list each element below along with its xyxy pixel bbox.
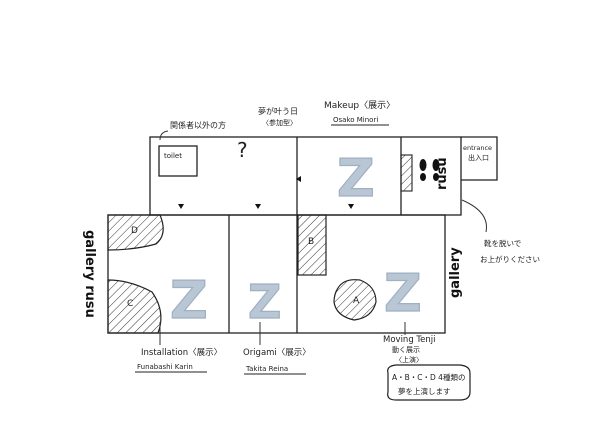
shoe-note-1: 靴を脱いで bbox=[484, 238, 521, 248]
moving-note-1: A・B・C・D 4種類の bbox=[392, 372, 465, 382]
arrow-icon bbox=[296, 176, 301, 182]
entrance-area bbox=[461, 136, 498, 181]
toilet-room bbox=[158, 145, 198, 177]
note-bubble bbox=[387, 364, 471, 401]
installation-title: Installation〈展示〉 bbox=[141, 348, 222, 358]
moving-note-2: 夢を上演します bbox=[398, 386, 451, 396]
installation-artist: Funabashi Karin bbox=[137, 363, 193, 371]
leader-line bbox=[461, 199, 487, 233]
zone-d-label: D bbox=[131, 226, 138, 236]
arrow-icon bbox=[348, 204, 354, 209]
question-icon: ? bbox=[237, 138, 248, 162]
entrance-label: entrance bbox=[463, 144, 492, 152]
arrow-icon bbox=[255, 204, 261, 209]
makeup-title: Makeup〈展示〉 bbox=[324, 100, 395, 111]
zone-c bbox=[107, 279, 162, 334]
moving-sub2: 〈上演〉 bbox=[395, 355, 423, 364]
shoe-note-2: お上がりください bbox=[480, 254, 540, 264]
participation-title: 夢が叶う日 bbox=[258, 106, 298, 116]
origami-artist: Takita Reina bbox=[245, 365, 288, 373]
toilet-note: 関係者以外の方 bbox=[170, 120, 226, 130]
leader-line bbox=[159, 130, 169, 141]
zone-c-label: C bbox=[127, 299, 133, 309]
gallery-outline bbox=[107, 214, 446, 334]
gallery-rusu-label: gallery rusu bbox=[82, 230, 97, 318]
sleep-z-mark: Z bbox=[170, 271, 208, 331]
sleep-z-mark: Z bbox=[337, 149, 375, 209]
gallery-side-label: gallery bbox=[448, 247, 463, 298]
rusu-side-label: rusu bbox=[435, 157, 450, 190]
sleep-z-mark: Z bbox=[248, 275, 281, 329]
shoe-shelf bbox=[400, 154, 413, 192]
name-underlines bbox=[135, 124, 389, 375]
direction-arrows bbox=[178, 176, 354, 209]
zone-a-label: A bbox=[353, 296, 360, 306]
leader-lines bbox=[159, 130, 487, 345]
zone-d bbox=[107, 214, 164, 251]
origami-title: Origami〈展示〉 bbox=[243, 348, 311, 358]
participation-sub: 〈参加型〉 bbox=[262, 118, 297, 127]
zone-b-label: B bbox=[308, 237, 314, 247]
svg-text:?: ? bbox=[237, 138, 248, 162]
entrance-sub: 出入口 bbox=[468, 153, 489, 162]
zone-a bbox=[333, 279, 377, 321]
arrow-icon bbox=[178, 204, 184, 209]
moving-sub1: 動く展示 bbox=[392, 345, 420, 354]
moving-title: Moving Tenji bbox=[383, 335, 436, 345]
sleep-z-mark: Z bbox=[384, 264, 422, 324]
footprints-icon bbox=[419, 159, 440, 181]
toilet-label: toilet bbox=[164, 152, 182, 160]
gallery-block bbox=[107, 214, 446, 334]
zone-b bbox=[297, 214, 327, 276]
makeup-artist: Osako Minori bbox=[333, 116, 378, 124]
